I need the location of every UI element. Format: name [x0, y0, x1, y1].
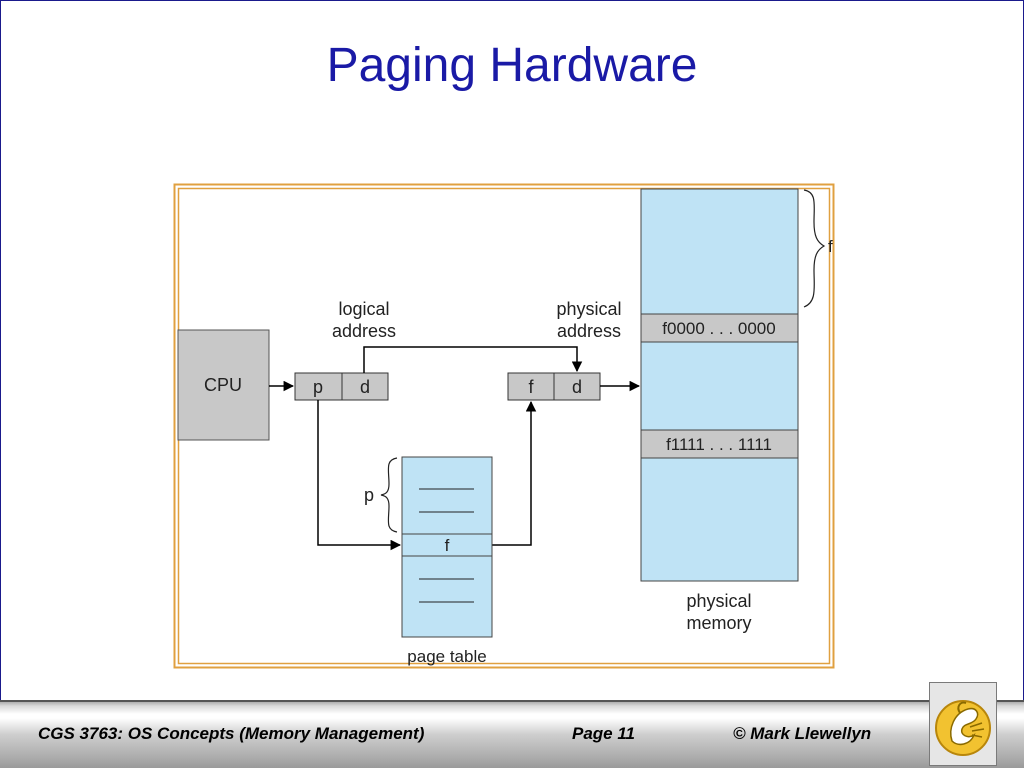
logical-d-label: d — [360, 377, 370, 397]
frame-start-row — [640, 313, 799, 343]
frame-end-row — [640, 429, 799, 459]
p-to-page-table-arrow — [317, 400, 402, 551]
physical-d-box — [553, 372, 601, 401]
slide-title: Paging Hardware — [326, 39, 698, 92]
footer-divider — [0, 700, 1024, 702]
physical-f-box — [507, 372, 555, 401]
physical-address-label-1: physical — [556, 299, 621, 319]
page-table-label: page table — [407, 647, 486, 666]
logical-address-label-2: address — [332, 321, 396, 341]
paging-hardware-diagram: CPU logical address p d physical address… — [173, 183, 835, 669]
d-offset-arrow — [363, 346, 583, 373]
physical-memory-label-2: memory — [686, 613, 751, 633]
physical-memory-label-1: physical — [686, 591, 751, 611]
cpu-label: CPU — [204, 375, 242, 395]
logical-address-label-1: logical — [338, 299, 389, 319]
page-table-f-label: f — [445, 536, 450, 555]
logical-p-label: p — [313, 377, 323, 397]
cpu-box — [177, 329, 270, 441]
physical-f-label: f — [528, 377, 534, 397]
footer-bar — [0, 700, 1024, 768]
pegasus-logo-icon — [935, 700, 991, 756]
frame-brace-label: f — [828, 237, 833, 256]
frame-brace — [803, 189, 826, 308]
footer-author: © Mark Llewellyn — [733, 724, 872, 743]
logo-frame — [929, 682, 997, 766]
page-table-brace — [380, 457, 398, 533]
frame-end-label: f1111 . . . 1111 — [666, 435, 772, 454]
page-table-brace-label: p — [364, 485, 374, 505]
physical-memory-box — [640, 188, 799, 582]
page-table-f-row — [401, 533, 493, 557]
frame-start-label: f0000 . . . 0000 — [662, 319, 775, 338]
footer-course: CGS 3763: OS Concepts (Memory Management… — [38, 724, 425, 743]
physical-address-label-2: address — [557, 321, 621, 341]
physical-d-label: d — [572, 377, 582, 397]
logical-d-box — [341, 372, 389, 401]
page-table-to-f-arrow — [492, 400, 537, 546]
logical-p-box — [294, 372, 343, 401]
footer-page-number: Page 11 — [572, 724, 636, 743]
